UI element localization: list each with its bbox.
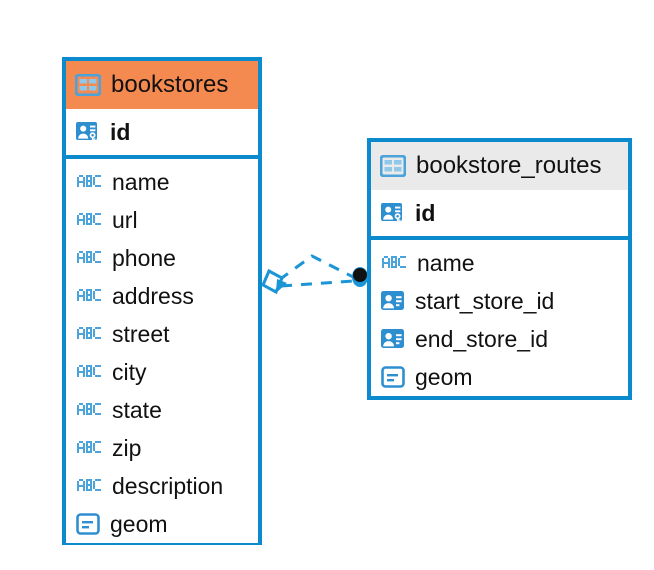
abc-text-icon: [75, 359, 103, 385]
abc-text-icon: [75, 473, 103, 499]
abc-text-icon: [380, 250, 408, 276]
primary-key-icon: [75, 119, 101, 145]
field-label-geom: geom: [110, 510, 168, 537]
field-label-state: state: [112, 396, 162, 423]
primary-key-section-bookstores: id: [66, 109, 258, 159]
entity-title-bookstores: bookstores: [111, 71, 229, 98]
primary-key-icon: [380, 200, 406, 226]
foreign-key-icon: [380, 288, 406, 314]
field-row-geom[interactable]: geom: [371, 358, 628, 396]
field-row-primary-key[interactable]: id: [371, 190, 628, 236]
field-row-description[interactable]: description: [66, 467, 258, 505]
field-label-phone: phone: [112, 244, 176, 271]
abc-text-icon: [75, 435, 103, 461]
abc-text-icon: [75, 245, 103, 271]
field-label-name: name: [112, 168, 170, 195]
geometry-icon: [75, 511, 101, 537]
geometry-icon: [380, 364, 406, 390]
field-label-url: url: [112, 206, 138, 233]
field-row-zip[interactable]: zip: [66, 429, 258, 467]
field-label-name: name: [417, 249, 475, 276]
field-row-address[interactable]: address: [66, 277, 258, 315]
field-label-id: id: [110, 118, 131, 145]
field-row-phone[interactable]: phone: [66, 239, 258, 277]
diamond-crowsfoot-marker: [261, 268, 287, 295]
relationship-line-upper: [278, 254, 358, 282]
relationship-line-lower: [280, 279, 355, 288]
field-label-description: description: [112, 472, 224, 499]
entity-title-bookstore-routes: bookstore_routes: [416, 152, 602, 179]
field-row-state[interactable]: state: [66, 391, 258, 429]
field-row-city[interactable]: city: [66, 353, 258, 391]
entity-table-bookstores[interactable]: bookstores id: [62, 57, 262, 545]
abc-text-icon: [75, 321, 103, 347]
field-label-end-store-id: end_store_id: [415, 325, 548, 352]
field-row-name[interactable]: name: [66, 163, 258, 201]
field-row-end-store-id[interactable]: end_store_id: [371, 320, 628, 358]
filled-circle-marker: [352, 267, 368, 287]
field-list-bookstores: name u: [66, 159, 258, 543]
entity-header-bookstores[interactable]: bookstores: [66, 61, 258, 109]
field-list-bookstore-routes: name start_store_id: [371, 240, 628, 396]
field-label-street: street: [112, 320, 170, 347]
table-grid-icon: [75, 72, 101, 98]
field-row-primary-key[interactable]: id: [66, 109, 258, 155]
table-grid-icon: [380, 153, 406, 179]
field-label-zip: zip: [112, 434, 142, 461]
primary-key-section-bookstore-routes: id: [371, 190, 628, 240]
field-label-id: id: [415, 199, 436, 226]
field-row-start-store-id[interactable]: start_store_id: [371, 282, 628, 320]
field-label-start-store-id: start_store_id: [415, 287, 555, 314]
abc-text-icon: [75, 207, 103, 233]
entity-header-bookstore-routes[interactable]: bookstore_routes: [371, 142, 628, 190]
field-label-city: city: [112, 358, 147, 385]
foreign-key-icon: [380, 326, 406, 352]
abc-text-icon: [75, 169, 103, 195]
abc-text-icon: [75, 283, 103, 309]
field-row-street[interactable]: street: [66, 315, 258, 353]
field-label-geom: geom: [415, 363, 473, 390]
field-row-geom[interactable]: geom: [66, 505, 258, 543]
entity-table-bookstore-routes[interactable]: bookstore_routes: [367, 138, 632, 400]
abc-text-icon: [75, 397, 103, 423]
field-label-address: address: [112, 282, 194, 309]
field-row-url[interactable]: url: [66, 201, 258, 239]
field-row-name[interactable]: name: [371, 244, 628, 282]
